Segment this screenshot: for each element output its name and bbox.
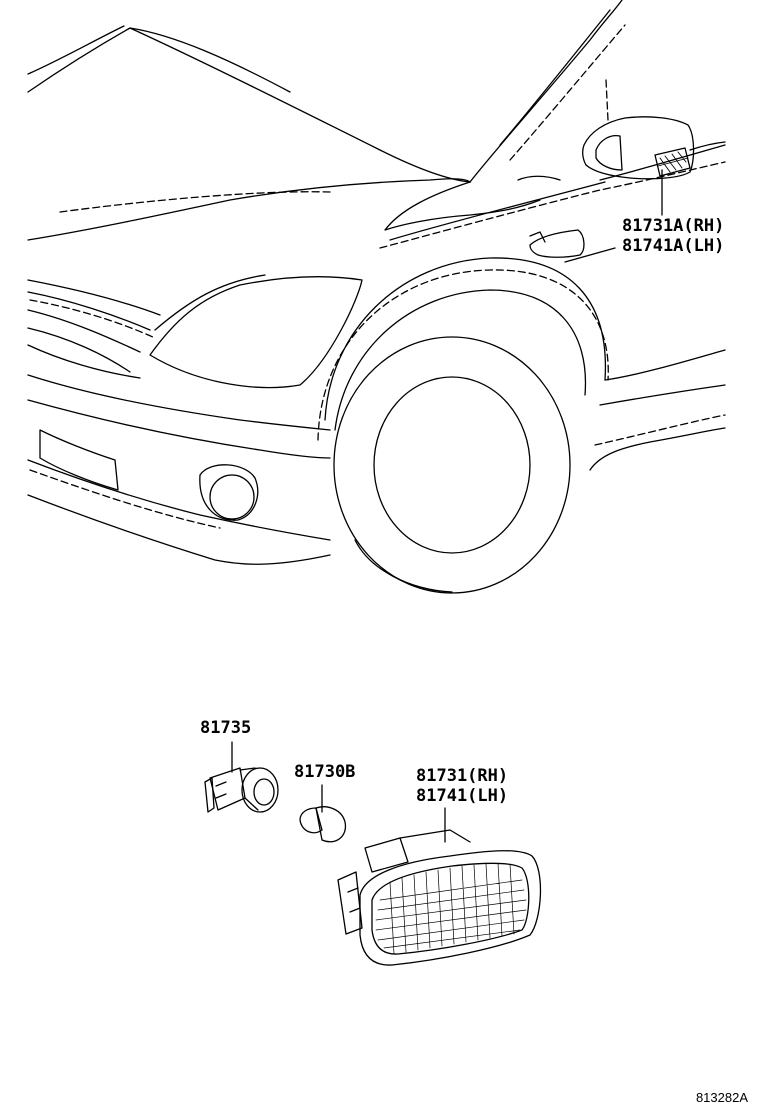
bumper-intake <box>39 429 119 491</box>
grille-bottom <box>27 344 141 379</box>
rocker-lower <box>589 427 726 471</box>
lamp-lens-inner <box>371 862 530 955</box>
grille-slat-3 <box>27 327 131 373</box>
mirror-arm <box>689 141 726 151</box>
tire-outer <box>333 336 571 594</box>
a-pillar-dash <box>509 24 626 161</box>
bumper-bottom <box>27 494 331 565</box>
lamp-lens-outline <box>359 850 542 966</box>
socket-ring-inner <box>253 778 275 806</box>
grille-slat-2 <box>27 309 141 353</box>
lamp-clip-inner <box>347 887 361 913</box>
grille-top <box>27 279 161 316</box>
windshield-line <box>469 0 623 183</box>
side-body-line <box>604 349 726 381</box>
bulb-part <box>299 784 347 843</box>
lamp-mount-side <box>399 829 471 843</box>
mirror-inner <box>595 134 623 171</box>
grille-slat-1 <box>27 291 151 331</box>
socket-ring-outer <box>241 767 279 813</box>
label-bulb: 81730B <box>294 762 355 782</box>
hood-mid-crease <box>59 191 331 213</box>
mirror-base-dash <box>605 79 609 121</box>
socket-tab-detail <box>215 781 227 799</box>
grille-slat-dash <box>29 299 156 339</box>
socket-part <box>204 741 279 813</box>
body-side-marker <box>529 229 585 258</box>
headlamp-outline <box>149 276 363 389</box>
headlamp-upper <box>154 274 266 331</box>
fender-top-dash <box>379 161 726 249</box>
wheel-arch-outer <box>324 257 607 421</box>
rocker-dash <box>594 414 726 446</box>
fender-top-line <box>389 181 606 241</box>
label-side-marker-rh: 81731(RH) <box>416 766 509 786</box>
bumper-lower <box>27 459 331 541</box>
label-bulb-number: 81730B <box>294 762 356 782</box>
mirror-lamp <box>654 147 691 177</box>
side-marker-lamp-part <box>337 807 542 966</box>
mirror-housing <box>582 116 695 180</box>
wheel-arch-dash <box>317 269 609 441</box>
car-front-illustration <box>27 0 726 594</box>
bulb-glass <box>315 806 347 843</box>
hood-front-edge <box>27 25 125 75</box>
bumper-top <box>27 374 331 431</box>
rocker-line <box>599 384 726 406</box>
wheel-rim <box>373 376 531 554</box>
fog-lamp-bezel <box>199 464 259 521</box>
a-pillar-outer <box>499 9 611 146</box>
door-edge <box>517 175 561 181</box>
label-mirror-lamp-rh: 81731A(RH) <box>622 216 725 236</box>
label-mirror-lamp-lh: 81741A(LH) <box>622 236 725 256</box>
hood-outline <box>27 27 471 183</box>
fog-lamp <box>209 474 255 520</box>
body-side-marker-mount <box>529 231 546 243</box>
bulb-base <box>299 807 323 834</box>
leader-body-marker <box>564 247 616 263</box>
hood-side-line <box>27 178 471 241</box>
socket-neck <box>239 767 259 811</box>
bumper-crease <box>27 399 331 459</box>
belt-line <box>599 144 726 181</box>
bumper-dash <box>29 469 221 529</box>
mirror-lamp-hatch <box>657 151 689 173</box>
figure-code: 813282A <box>695 1090 748 1105</box>
socket-tab <box>204 777 215 813</box>
lamp-mount-tab <box>364 837 409 873</box>
label-side-marker-lh: 81741(LH) <box>416 786 509 806</box>
label-socket-number: 81735 <box>200 718 252 738</box>
label-socket: 81735 <box>200 718 251 738</box>
label-mirror-lamp: 81731A(RH) 81741A(LH) <box>622 216 724 256</box>
label-side-marker: 81731(RH) 81741(LH) <box>416 766 508 806</box>
cowl-line <box>384 181 541 231</box>
lamp-lens-grid <box>375 862 527 955</box>
socket-body <box>209 767 246 811</box>
hood-leading-edge <box>129 27 291 93</box>
tire-shoulder <box>354 539 453 593</box>
lamp-clip <box>337 871 363 935</box>
wheel-arch-inner <box>334 289 587 431</box>
